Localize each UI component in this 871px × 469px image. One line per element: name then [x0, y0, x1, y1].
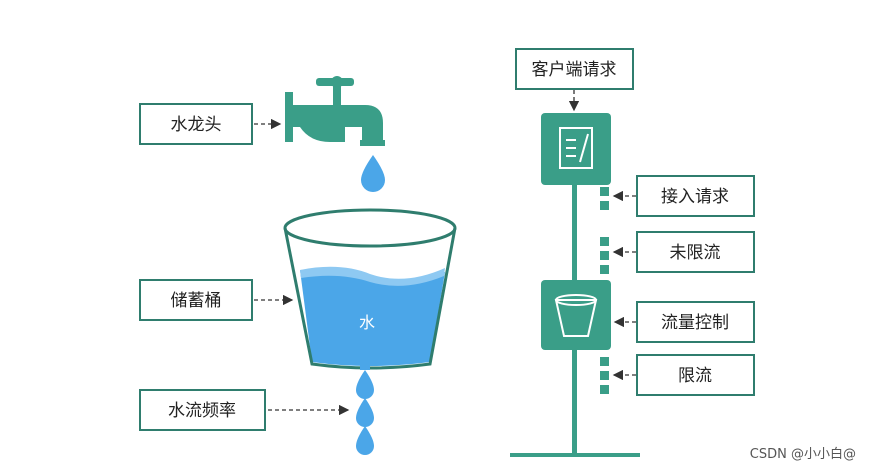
bucket-icon — [283, 208, 457, 370]
pipe-upper — [572, 184, 577, 282]
water-drop-icon — [356, 398, 374, 427]
faucet-label-text: 水龙头 — [171, 115, 222, 135]
pipe-lower — [572, 350, 577, 455]
client-request-label: 客户端请求 — [515, 48, 634, 90]
request-box — [541, 113, 611, 185]
not-limited-label: 未限流 — [636, 231, 755, 273]
accept-request-label: 接入请求 — [636, 175, 755, 217]
limited-label-text: 限流 — [678, 366, 712, 386]
watermark: CSDN @小小白@ — [750, 446, 856, 462]
flow-bucket-box — [541, 280, 611, 350]
faucet-icon — [285, 76, 385, 146]
falling-drops — [356, 370, 374, 455]
faucet-label: 水龙头 — [139, 103, 253, 145]
water-drop-icon — [361, 155, 385, 192]
flow-control-label: 流量控制 — [636, 301, 755, 343]
water-drop-icon — [356, 426, 374, 455]
flow-rate-label-text: 水流频率 — [168, 401, 236, 421]
water-drop-icon — [356, 370, 374, 399]
accept-request-label-text: 接入请求 — [661, 187, 729, 207]
flow-control-label-text: 流量控制 — [661, 313, 729, 333]
client-request-label-text: 客户端请求 — [532, 60, 617, 80]
limited-label: 限流 — [636, 354, 755, 396]
not-limited-label-text: 未限流 — [670, 243, 721, 263]
bucket-label-text: 储蓄桶 — [171, 291, 222, 311]
bucket-water-text: 水 — [359, 313, 375, 332]
request-blocks — [600, 187, 609, 394]
bucket-label: 储蓄桶 — [139, 279, 253, 321]
flow-rate-label: 水流频率 — [139, 389, 266, 431]
pipe-base — [510, 453, 640, 457]
